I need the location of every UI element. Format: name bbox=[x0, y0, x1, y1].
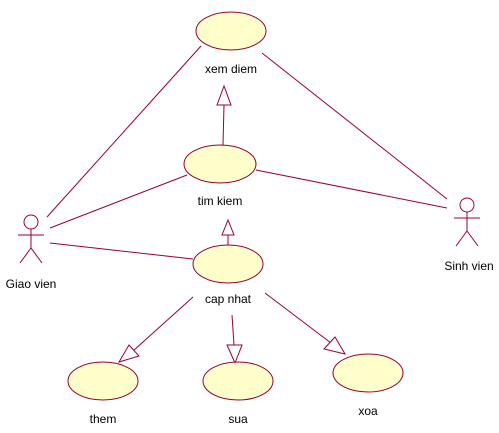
arrow-cap-nhat-to-sua bbox=[226, 314, 243, 365]
association-student-tim-kiem bbox=[255, 169, 448, 209]
arrow-cap-nhat-to-xoa bbox=[264, 292, 347, 355]
actor-teacher-icon[interactable] bbox=[18, 214, 44, 264]
arrow-cap-nhat-to-them bbox=[117, 296, 194, 363]
use-case-tim-kiem[interactable] bbox=[183, 144, 257, 184]
association-teacher-xem-diem bbox=[46, 45, 202, 218]
use-case-xoa[interactable] bbox=[332, 353, 404, 393]
actor-label-student: Sinh vien bbox=[444, 259, 493, 273]
use-case-label-xoa: xoa bbox=[358, 404, 378, 418]
use-case-xem-diem[interactable] bbox=[195, 11, 267, 51]
actor-label-teacher: Giao vien bbox=[6, 277, 57, 291]
generalization-cap-nhat-to-tim-kiem bbox=[221, 218, 235, 246]
use-case-label-xem-diem: xem diem bbox=[205, 62, 257, 76]
association-teacher-tim-kiem bbox=[49, 174, 188, 229]
use-case-label-tim-kiem: tim kiem bbox=[198, 194, 243, 208]
use-case-label-cap-nhat: cap nhat bbox=[205, 292, 252, 306]
use-case-sua[interactable] bbox=[202, 361, 274, 401]
association-teacher-cap-nhat bbox=[49, 242, 194, 260]
use-case-cap-nhat[interactable] bbox=[192, 244, 264, 284]
generalization-tim-kiem-to-xem-diem bbox=[216, 84, 232, 146]
use-case-them[interactable] bbox=[67, 361, 139, 401]
use-case-label-them: them bbox=[90, 412, 117, 426]
actor-student-icon[interactable] bbox=[454, 197, 480, 247]
use-case-label-sua: sua bbox=[228, 412, 248, 426]
association-student-xem-diem bbox=[261, 52, 448, 200]
